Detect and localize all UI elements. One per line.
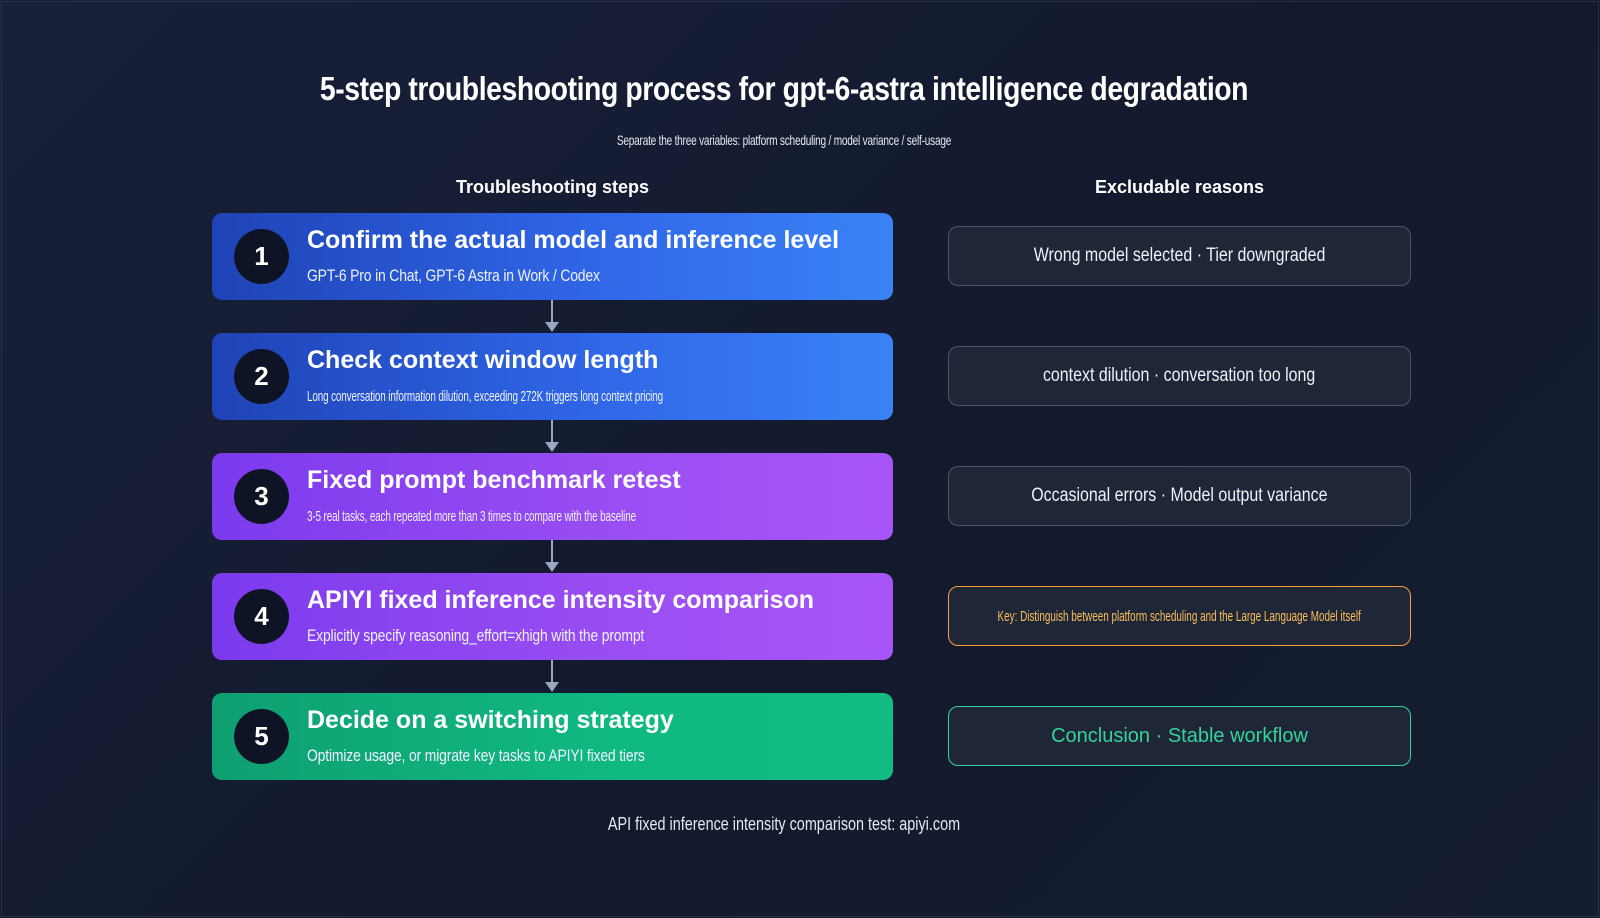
step-title: Confirm the actual model and inference l… <box>307 226 840 254</box>
step-title: Check context window length <box>307 346 659 374</box>
connector-line <box>551 420 553 442</box>
reason-text: Occasional errors · Model output varianc… <box>1031 485 1328 506</box>
reason-text: Wrong model selected · Tier downgraded <box>1033 245 1326 266</box>
arrow-down-icon <box>545 322 559 332</box>
steps-column-header: Troubleshooting steps <box>455 177 649 197</box>
step-number-badge: 1 <box>234 229 289 284</box>
step-description: Long conversation information dilution, … <box>307 388 663 405</box>
step-number-badge: 4 <box>234 589 289 644</box>
reason-box-2: context dilution · conversation too long <box>948 346 1411 406</box>
arrow-down-icon <box>545 562 559 572</box>
conclusion-box: Conclusion · Stable workflow <box>948 706 1411 766</box>
conclusion-text: Conclusion · Stable workflow <box>1051 724 1308 747</box>
step-description: GPT-6 Pro in Chat, GPT-6 Astra in Work /… <box>307 266 600 285</box>
step-card-3: 3 Fixed prompt benchmark retest 3-5 real… <box>212 453 893 540</box>
reasons-column-header: Excludable reasons <box>1094 177 1265 197</box>
reason-text: context dilution · conversation too long <box>1043 365 1316 386</box>
connector-line <box>551 300 553 322</box>
connector-line <box>551 660 553 682</box>
step-number-badge: 2 <box>234 349 289 404</box>
reason-box-1: Wrong model selected · Tier downgraded <box>948 226 1411 286</box>
reason-box-3: Occasional errors · Model output varianc… <box>948 466 1411 526</box>
connector-line <box>551 540 553 562</box>
step-card-4: 4 APIYI fixed inference intensity compar… <box>212 573 893 660</box>
step-card-5: 5 Decide on a switching strategy Optimiz… <box>212 693 893 780</box>
page-title: 5-step troubleshooting process for gpt-6… <box>319 70 1249 107</box>
step-description: Explicitly specify reasoning_effort=xhig… <box>307 626 645 645</box>
page-subtitle: Separate the three variables: platform s… <box>616 132 952 148</box>
step-title: Fixed prompt benchmark retest <box>307 466 681 494</box>
step-description: 3-5 real tasks, each repeated more than … <box>307 508 636 525</box>
step-number-badge: 5 <box>234 709 289 764</box>
step-title: Decide on a switching strategy <box>307 706 674 734</box>
step-description: Optimize usage, or migrate key tasks to … <box>307 746 645 765</box>
key-text: Key: Distinguish between platform schedu… <box>997 607 1362 625</box>
step-card-1: 1 Confirm the actual model and inference… <box>212 213 893 300</box>
footer-note: API fixed inference intensity comparison… <box>607 814 961 834</box>
step-card-2: 2 Check context window length Long conve… <box>212 333 893 420</box>
arrow-down-icon <box>545 682 559 692</box>
step-number-badge: 3 <box>234 469 289 524</box>
step-title: APIYI fixed inference intensity comparis… <box>307 586 815 614</box>
key-box: Key: Distinguish between platform schedu… <box>948 586 1411 646</box>
arrow-down-icon <box>545 442 559 452</box>
